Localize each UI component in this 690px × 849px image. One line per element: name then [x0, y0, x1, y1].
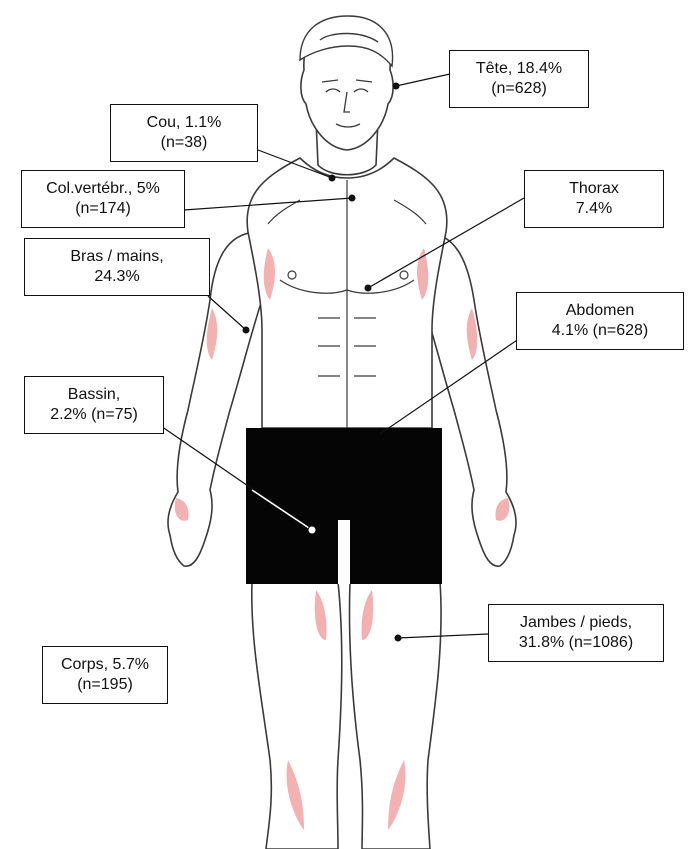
- label-tete-line1: Tête, 18.4%: [476, 59, 562, 79]
- label-colvert-line2: (n=174): [75, 199, 131, 219]
- label-jambes: Jambes / pieds, 31.8% (n=1086): [488, 604, 664, 662]
- marker-cou: [329, 175, 336, 182]
- label-thorax: Thorax 7.4%: [524, 170, 664, 228]
- label-bassin-line2: 2.2% (n=75): [50, 405, 138, 425]
- label-jambes-line2: 31.8% (n=1086): [519, 633, 633, 653]
- label-bras: Bras / mains, 24.3%: [24, 238, 210, 296]
- leader-colvert: [184, 198, 352, 210]
- label-colvert-line1: Col.vertébr., 5%: [46, 179, 160, 199]
- label-jambes-line1: Jambes / pieds,: [520, 613, 632, 633]
- marker-tete: [393, 83, 400, 90]
- leader-jambes: [398, 634, 488, 638]
- label-cou-line1: Cou, 1.1%: [147, 113, 222, 133]
- label-corps-line1: Corps, 5.7%: [61, 655, 149, 675]
- label-colvert: Col.vertébr., 5% (n=174): [21, 170, 185, 228]
- marker-thorax: [365, 285, 372, 292]
- marker-colvert: [349, 195, 356, 202]
- label-corps: Corps, 5.7% (n=195): [42, 646, 168, 704]
- leader-thorax: [368, 198, 524, 288]
- marker-jambes: [395, 635, 402, 642]
- label-cou-line2: (n=38): [161, 133, 208, 153]
- label-bras-line1: Bras / mains,: [70, 247, 163, 267]
- label-thorax-line2: 7.4%: [576, 199, 612, 219]
- leader-cou: [258, 150, 332, 178]
- label-abdomen-line2: 4.1% (n=628): [552, 321, 649, 341]
- leader-bras: [208, 296, 246, 330]
- label-bassin-line1: Bassin,: [68, 385, 120, 405]
- label-tete-line2: (n=628): [491, 79, 547, 99]
- leader-tete: [396, 74, 450, 86]
- label-bassin: Bassin, 2.2% (n=75): [24, 376, 164, 434]
- label-bras-line2: 24.3%: [94, 267, 139, 287]
- label-abdomen: Abdomen 4.1% (n=628): [516, 292, 684, 350]
- marker-bras: [243, 327, 250, 334]
- label-tete: Tête, 18.4% (n=628): [449, 50, 589, 108]
- label-thorax-line1: Thorax: [569, 179, 619, 199]
- leader-bassin-white: [252, 490, 312, 530]
- marker-bassin: [308, 526, 316, 534]
- label-cou: Cou, 1.1% (n=38): [110, 104, 258, 162]
- leader-abdomen: [380, 334, 526, 434]
- label-abdomen-line1: Abdomen: [566, 301, 635, 321]
- label-corps-line2: (n=195): [77, 675, 133, 695]
